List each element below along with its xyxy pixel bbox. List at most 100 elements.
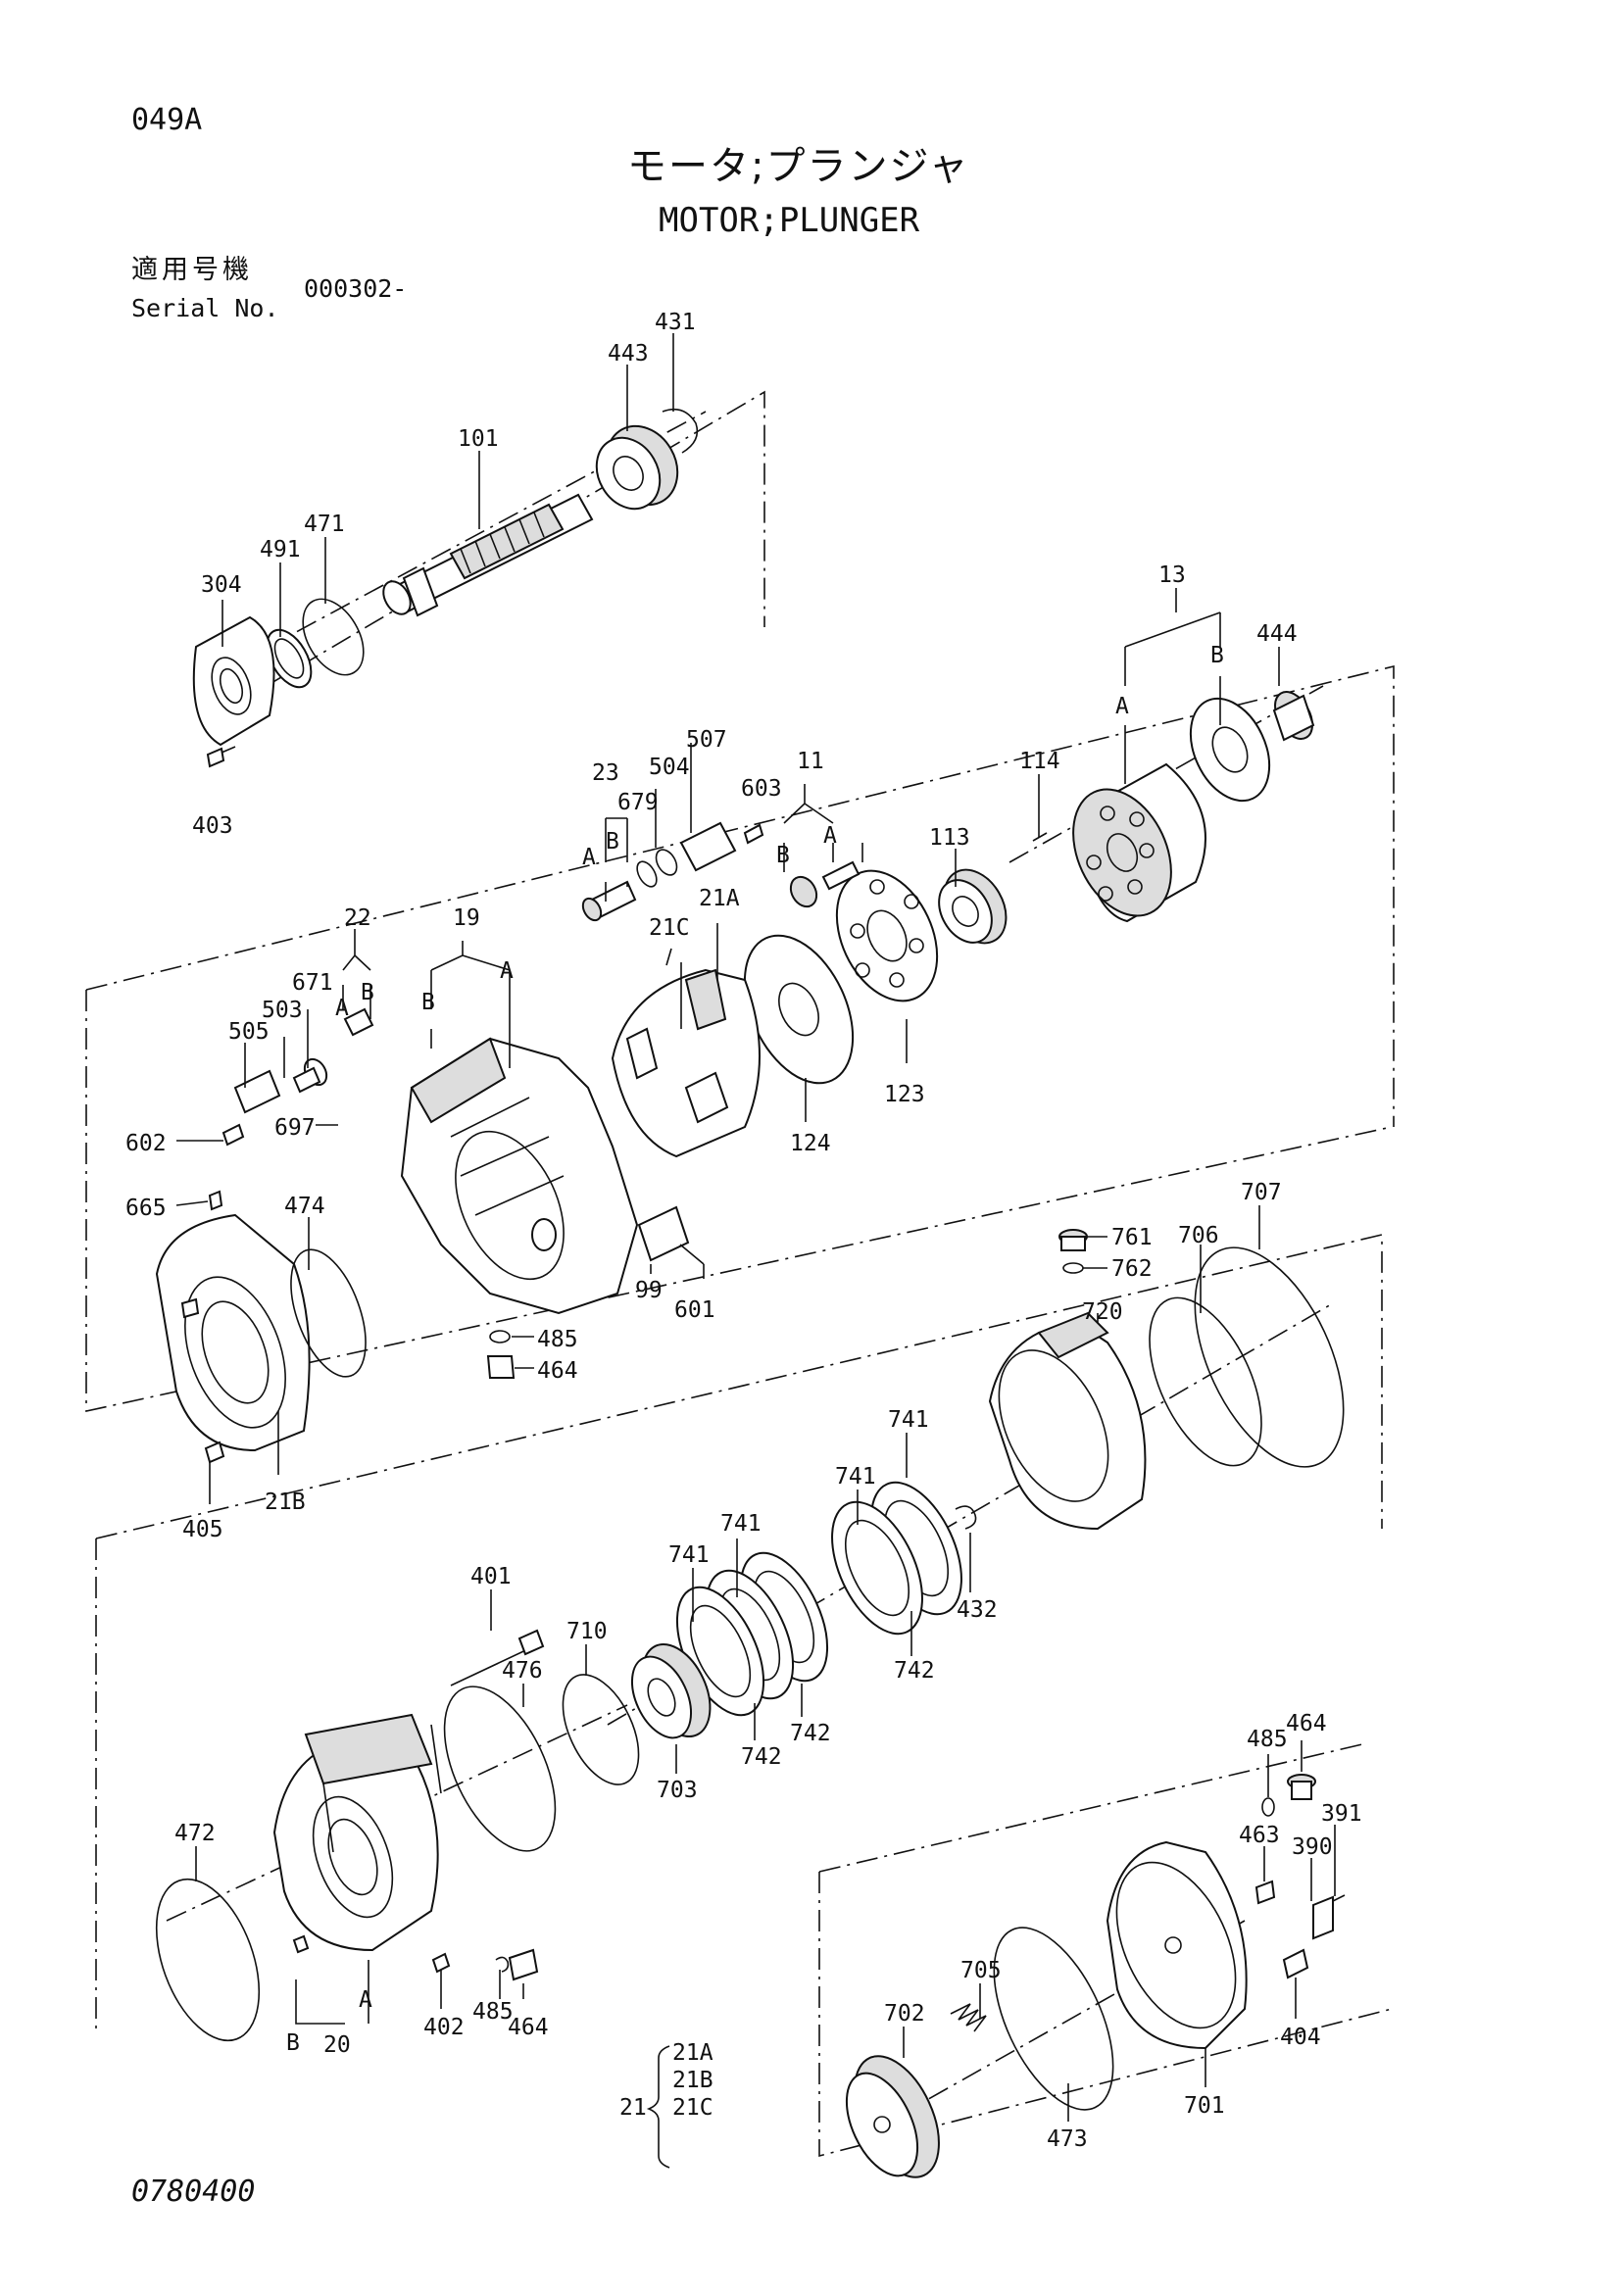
callout-21c: 21C: [649, 915, 690, 941]
group-21-item-c: 21C: [672, 2095, 713, 2121]
valve-11: [789, 843, 863, 908]
callout-432: 432: [957, 1597, 998, 1623]
callout-390: 390: [1292, 1834, 1333, 1860]
seal-485c: [1261, 1797, 1275, 1817]
callout-13-a: A: [1115, 694, 1129, 719]
bearing-113: [938, 868, 1008, 945]
callout-471: 471: [304, 512, 345, 537]
o-ring-472: [155, 1878, 261, 2042]
group-21-item-a: 21A: [672, 2040, 713, 2066]
hub-703: [630, 1642, 712, 1739]
plug-464: [486, 1355, 516, 1379]
o-ring-710: [562, 1674, 640, 1785]
shaft-assembly: [192, 408, 707, 768]
bolt-403: [206, 746, 236, 768]
callout-124: 124: [790, 1131, 831, 1156]
cylinder-block-13a: [1072, 762, 1206, 923]
callout-491: 491: [260, 537, 301, 562]
shaft-101: [382, 493, 594, 617]
spring-705: [950, 2003, 987, 2032]
plug-665: [208, 1190, 223, 1211]
callout-742-a: 742: [894, 1658, 935, 1684]
callout-20: 20: [323, 2032, 351, 2058]
callout-601: 601: [674, 1297, 715, 1323]
callout-741-d: 741: [668, 1542, 710, 1568]
screw-391: [1332, 1894, 1346, 1902]
bolt-401: [450, 1645, 535, 1686]
callout-13-b: B: [1210, 643, 1224, 668]
callout-22: 22: [344, 905, 371, 931]
seal-762: [1062, 1262, 1084, 1274]
callout-720: 720: [1082, 1299, 1123, 1325]
plug-464c: [1287, 1774, 1316, 1800]
callout-702: 702: [884, 2001, 925, 2027]
leader-lines: [175, 333, 1336, 2169]
cover-505: [233, 1069, 281, 1114]
valve-23-parts: [581, 821, 764, 922]
valve-22-parts: [221, 1007, 374, 1147]
callout-labels: 431 443 101 471 491 304 403 13 A B 444 5…: [125, 310, 1362, 2152]
bearing-443: [595, 424, 679, 511]
callout-21b: 21B: [265, 1490, 306, 1515]
callout-99: 99: [635, 1278, 663, 1303]
callout-741-c: 741: [720, 1511, 762, 1537]
callout-603: 603: [741, 776, 782, 802]
callout-401: 401: [470, 1564, 512, 1589]
callout-706: 706: [1178, 1223, 1219, 1248]
callout-701: 701: [1184, 2093, 1225, 2119]
callout-444: 444: [1256, 621, 1298, 647]
page-code: 049A: [131, 103, 203, 137]
cover-701: [1106, 1840, 1248, 2050]
callout-23-a: A: [582, 845, 596, 870]
callout-19-a: A: [500, 958, 514, 984]
callout-476: 476: [502, 1658, 543, 1684]
solenoid-99: [637, 1205, 705, 1265]
callout-703: 703: [657, 1778, 698, 1803]
o-ring-707: [1194, 1246, 1345, 1468]
plate-390: [1312, 1895, 1334, 1940]
callout-23: 23: [592, 760, 619, 786]
valve-plate-13b: [1189, 697, 1271, 803]
pin-114: [1032, 832, 1048, 842]
callout-20-a: A: [359, 1987, 372, 2013]
footer-code: 0780400: [131, 2174, 256, 2209]
group-21-label: 21: [619, 2095, 647, 2121]
callout-22-a: A: [335, 996, 349, 1021]
o-ring-504: [655, 849, 678, 876]
callout-11: 11: [797, 749, 824, 774]
callout-391: 391: [1321, 1801, 1362, 1827]
group-21-item-b: 21B: [672, 2068, 713, 2093]
o-ring-679: [636, 860, 658, 888]
o-ring-473: [993, 1927, 1114, 2111]
callout-485-b: 485: [472, 1999, 514, 2025]
callout-464-a: 464: [537, 1358, 578, 1384]
head-group-20: [155, 1629, 640, 2042]
seal-485: [489, 1330, 511, 1343]
callout-707: 707: [1241, 1180, 1282, 1205]
callout-403: 403: [192, 813, 233, 839]
bearing-444: [1272, 691, 1315, 742]
callout-485-c: 485: [1247, 1727, 1288, 1752]
page-title-japanese: モータ;プランジャ: [627, 144, 970, 189]
housing-21a: [611, 948, 761, 1158]
seal-485b: [495, 1956, 510, 1973]
callout-741-b: 741: [835, 1464, 876, 1490]
o-ring-706: [1149, 1296, 1262, 1467]
callout-505: 505: [228, 1019, 270, 1045]
callout-472: 472: [174, 1821, 216, 1846]
bolt-603: [743, 823, 764, 845]
cover-507: [679, 821, 737, 872]
plug-464b: [508, 1948, 539, 1981]
o-ring-474: [290, 1248, 367, 1378]
callout-602: 602: [125, 1131, 167, 1156]
plate-741b: [831, 1500, 923, 1636]
callout-11-b: B: [776, 843, 790, 868]
callout-697: 697: [274, 1115, 316, 1141]
callout-504: 504: [649, 755, 690, 780]
callout-665: 665: [125, 1196, 167, 1221]
cover-group-701: [845, 1774, 1346, 2178]
callout-431: 431: [655, 310, 696, 335]
bolt-405: [204, 1441, 225, 1464]
callout-11-a: A: [823, 823, 837, 849]
